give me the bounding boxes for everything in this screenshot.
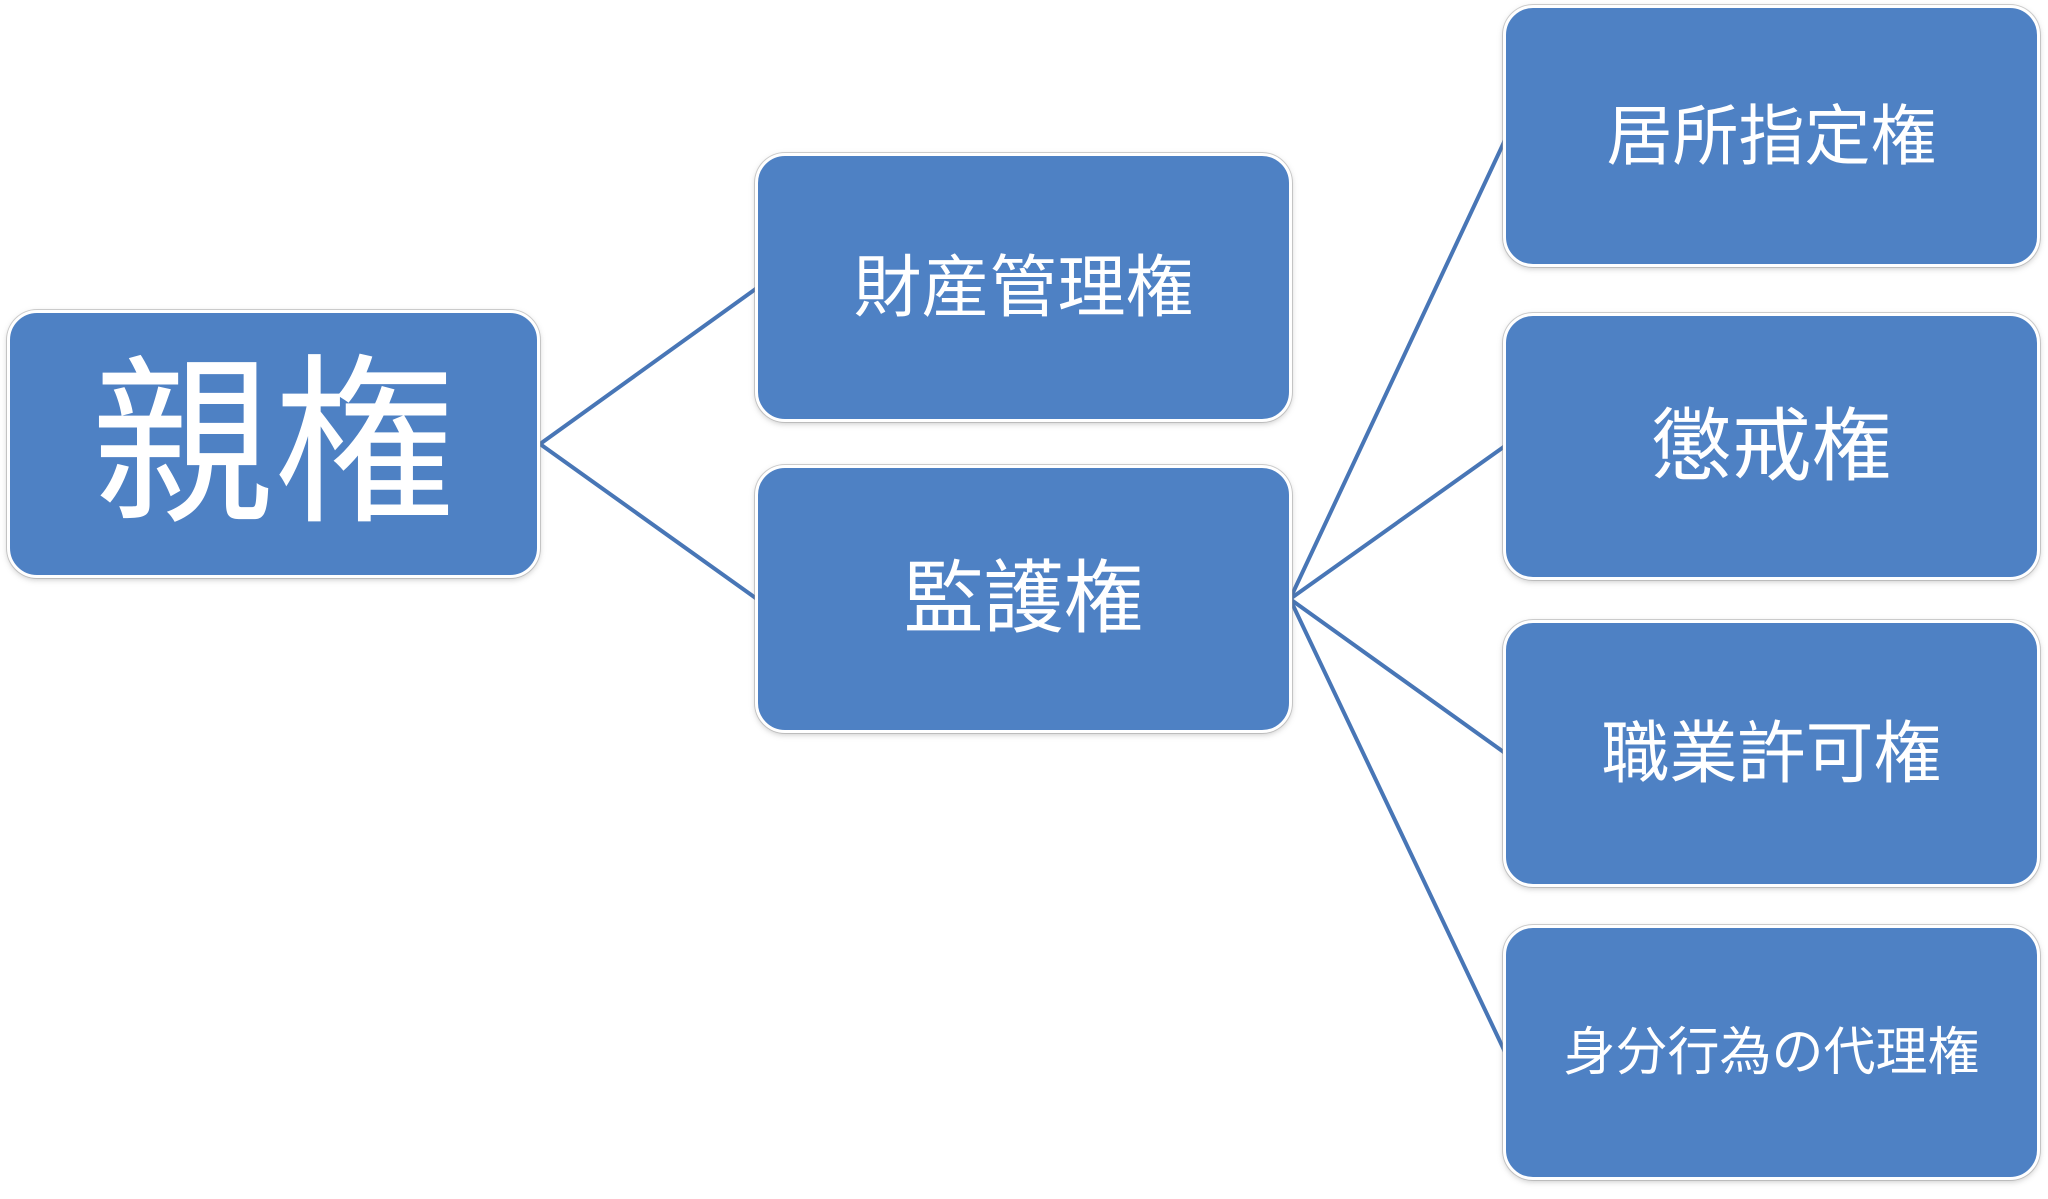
connector-kango-mibun — [1288, 597, 1507, 1054]
node-parental-authority-label: 親権 — [91, 342, 456, 546]
node-custody-right-label: 監護権 — [903, 554, 1144, 643]
node-discipline-right: 懲戒権 — [1503, 313, 2040, 580]
node-occupation-permission-right-label: 職業許可権 — [1601, 715, 1942, 792]
node-parental-authority: 親権 — [7, 310, 540, 578]
connector-shinken-kango — [538, 442, 759, 601]
node-residence-designation-right-label: 居所指定権 — [1606, 99, 1937, 173]
node-discipline-right-label: 懲戒権 — [1651, 401, 1892, 491]
node-property-management-right-label: 財産管理権 — [853, 249, 1194, 326]
connector-kango-kyosho — [1288, 138, 1507, 601]
node-occupation-permission-right: 職業許可権 — [1503, 620, 2040, 887]
node-residence-designation-right: 居所指定権 — [1503, 5, 2040, 267]
connector-kango-shokugyo — [1288, 597, 1507, 755]
connector-kango-chokai — [1288, 444, 1507, 601]
connector-shinken-zaisan — [538, 286, 759, 446]
node-status-acts-representation-right: 身分行為の代理権 — [1503, 925, 2040, 1180]
node-property-management-right: 財産管理権 — [755, 153, 1292, 422]
node-custody-right: 監護権 — [755, 465, 1292, 733]
node-status-acts-representation-right-label: 身分行為の代理権 — [1563, 1023, 1980, 1082]
